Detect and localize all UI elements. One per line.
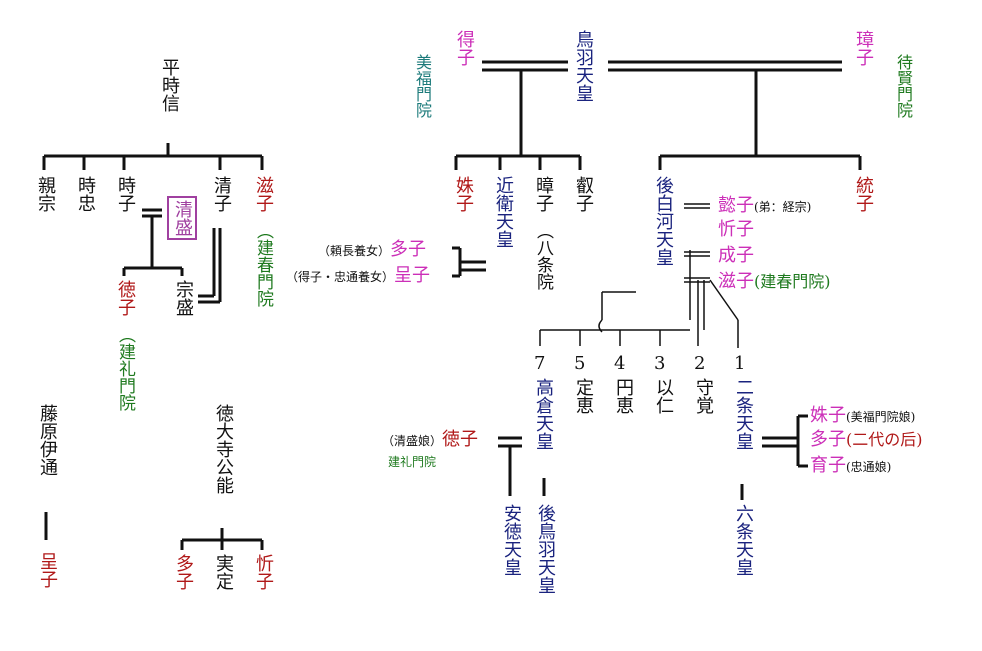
tokuko-title: ︵建礼門院 — [115, 326, 135, 411]
person-tokiko: 時子 — [115, 176, 136, 212]
consort-name: 懿子 — [718, 195, 754, 216]
nijo-consort-shushi: 姝子(美福門院娘) — [810, 404, 915, 429]
goshirakawa-consort-shigeko: 滋子(建春門院) — [718, 270, 831, 294]
person-mochihito: 以仁 — [653, 378, 674, 414]
person-munemori: 宗盛 — [173, 280, 194, 316]
person-kiyomori: 清盛 — [167, 196, 197, 240]
consort-name: 成子 — [718, 245, 754, 266]
consort-note: (弟：経宗) — [754, 200, 812, 214]
consort-note: (忠通娘) — [846, 460, 892, 474]
bifukumonin-title: 美福門院 — [413, 54, 432, 118]
person-emperor-goshirakawa: 後白河天皇 — [653, 176, 674, 266]
person-taira-no-tokinobu: 平時信 — [159, 58, 180, 112]
hachijoin-title: ︵八条院 — [533, 222, 553, 290]
consort-note: (建春門院) — [754, 272, 831, 291]
konoe-consort-tako: （頼長養女）多子 — [318, 238, 426, 263]
person-tokushi: 得子 — [454, 30, 475, 66]
consort-name: 滋子 — [718, 271, 754, 292]
person-shushi: 姝子 — [453, 176, 474, 212]
takakura-consort-tokuko: （清盛娘）徳子 — [382, 428, 478, 453]
person-joe: 定恵 — [573, 378, 594, 414]
consort-name: 呈子 — [394, 265, 431, 286]
person-shukaku: 守覚 — [693, 378, 714, 414]
consort-name: 多子 — [390, 239, 427, 260]
consort-note: （得子・忠通養女） — [286, 270, 395, 284]
person-teiko-left: 呈子 — [37, 552, 58, 588]
person-kiyoko: 清子 — [211, 176, 232, 212]
nijo-consort-ikushi: 育子(忠通娘) — [810, 454, 891, 479]
person-toushi: 統子 — [853, 176, 874, 212]
goshirakawa-consort-ishi: 懿子(弟：経宗) — [718, 194, 811, 219]
goshirakawa-consort-kinshi: 忻子 — [718, 218, 754, 242]
person-emperor-takakura: 高倉天皇 — [533, 378, 554, 450]
nijo-consort-tako: 多子(二代の后) — [810, 428, 923, 452]
person-tokuko: 徳子 — [115, 280, 136, 316]
person-emperor-toba: 鳥羽天皇 — [573, 30, 594, 102]
person-emperor-nijo: 二条天皇 — [733, 378, 754, 450]
consort-name: 徳子 — [442, 429, 479, 450]
consort-note: （頼長養女） — [318, 244, 391, 258]
person-chikamune: 親宗 — [35, 176, 56, 212]
consort-note: （清盛娘） — [382, 434, 443, 448]
child-number: 5 — [574, 353, 586, 374]
child-number: 7 — [534, 353, 546, 374]
consort-name: 育子 — [810, 455, 846, 476]
tokuko-kenreimonin-title: 建礼門院 — [388, 455, 437, 469]
consort-name: 多子 — [810, 429, 846, 450]
child-number: 4 — [614, 353, 626, 374]
person-fujiwara-koremichi: 藤原伊通 — [37, 404, 58, 476]
goshirakawa-consort-naruko: 成子 — [718, 244, 754, 268]
consort-note: (美福門院娘) — [846, 410, 916, 424]
person-emperor-gotoba: 後鳥羽天皇 — [535, 504, 556, 594]
consort-name: 忻子 — [718, 219, 754, 240]
child-number: 3 — [654, 353, 666, 374]
taikenmonin-title: 待賢門院 — [894, 54, 913, 118]
person-shoshi-hachijoin: 暲子 — [533, 176, 554, 212]
child-number: 1 — [734, 353, 746, 374]
person-shigeko: 滋子 — [253, 176, 274, 212]
person-eishi: 叡子 — [573, 176, 594, 212]
consort-note: (二代の后) — [846, 430, 923, 449]
person-emperor-rokujo: 六条天皇 — [733, 504, 754, 576]
person-ene: 円恵 — [613, 378, 634, 414]
person-emperor-konoe: 近衛天皇 — [493, 176, 514, 248]
person-kinshi: 忻子 — [253, 554, 274, 590]
person-tokitada: 時忠 — [75, 176, 96, 212]
person-sanesada: 実定 — [213, 554, 234, 590]
shigeko-title: ︵建春門院 — [253, 222, 273, 307]
person-tokudaiji-kinyoshi: 徳大寺公能 — [213, 404, 234, 494]
person-emperor-antoku: 安徳天皇 — [501, 504, 522, 576]
konoe-consort-teiko: （得子・忠通養女）呈子 — [286, 264, 430, 289]
person-shoshi: 璋子 — [853, 30, 874, 66]
person-tako: 多子 — [173, 554, 194, 590]
consort-name: 姝子 — [810, 405, 846, 426]
child-number: 2 — [694, 353, 706, 374]
